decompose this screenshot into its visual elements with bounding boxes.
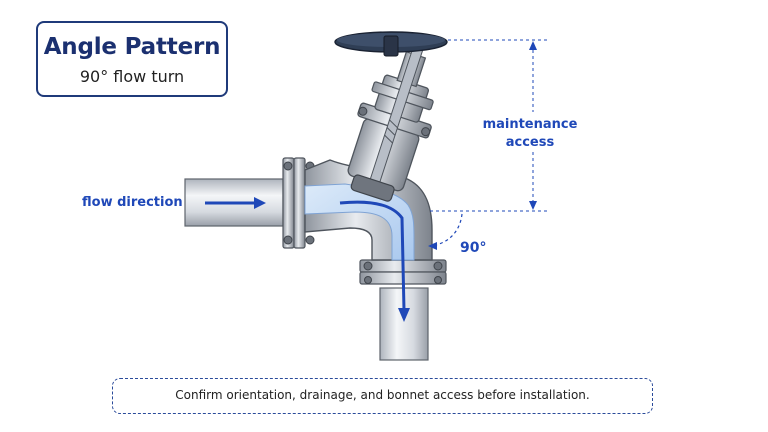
page-subtitle: 90° flow turn [79,67,185,86]
maintenance-dimension [430,39,548,212]
title-card: Angle Pattern 90° flow turn [36,21,228,97]
angle-arc-icon [428,213,463,250]
installation-note: Confirm orientation, drainage, and bonne… [112,378,653,414]
page-title: Angle Pattern [43,34,221,60]
flow-direction-label: flow direction [82,195,183,210]
angle-label: 90° [460,240,487,256]
inlet-flange [282,157,315,249]
bonnet-assembly [347,43,434,202]
handwheel-icon [334,31,448,57]
maintenance-access-label: maintenance access [482,117,578,150]
flow-arrow-icon [205,197,410,322]
